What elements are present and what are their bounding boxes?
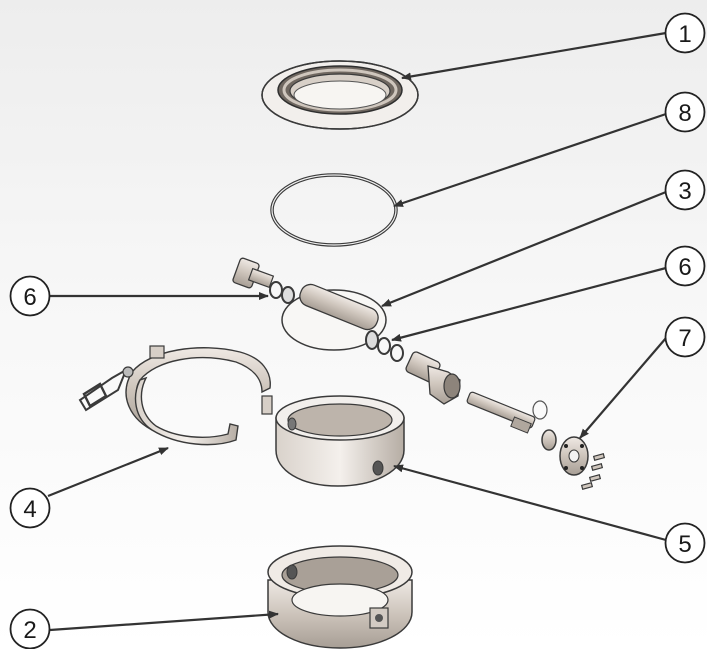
- leader-3: [381, 190, 667, 308]
- callout-3: 3: [664, 169, 706, 211]
- callout-4: 4: [9, 487, 51, 529]
- svg-text:1: 1: [678, 21, 691, 48]
- leader-1: [401, 31, 667, 81]
- leader-6-right: [391, 266, 667, 342]
- part-8-o-ring: [270, 173, 398, 247]
- svg-text:5: 5: [678, 531, 691, 558]
- callouts: 1 8 3 6 7 6 4 5: [9, 12, 706, 649]
- part-4-clamp: [78, 345, 273, 446]
- callout-7: 7: [664, 316, 706, 358]
- part-2-valve-body: [267, 545, 413, 649]
- part-3-disc-and-shaft: [232, 257, 404, 362]
- callout-5: 5: [664, 522, 706, 564]
- svg-text:7: 7: [678, 325, 691, 352]
- callout-8: 8: [664, 91, 706, 133]
- callout-2: 2: [9, 608, 51, 649]
- callout-6-right: 6: [664, 245, 706, 287]
- part-1-seal-ring: [261, 60, 419, 130]
- leader-lines: [47, 31, 667, 632]
- svg-text:3: 3: [678, 178, 691, 205]
- part-5-inner-ring: [275, 395, 405, 487]
- leader-8: [393, 112, 667, 208]
- part-7-stem-assembly: [405, 351, 606, 490]
- svg-text:6: 6: [678, 254, 691, 281]
- svg-text:8: 8: [678, 100, 691, 127]
- leader-4: [47, 446, 169, 498]
- svg-text:4: 4: [23, 496, 36, 523]
- leader-7: [579, 337, 667, 439]
- leader-5: [393, 464, 667, 542]
- callout-6-left: 6: [9, 275, 51, 317]
- callout-1: 1: [664, 12, 706, 54]
- svg-text:6: 6: [23, 284, 36, 311]
- leader-2: [49, 610, 279, 632]
- svg-text:2: 2: [23, 617, 36, 644]
